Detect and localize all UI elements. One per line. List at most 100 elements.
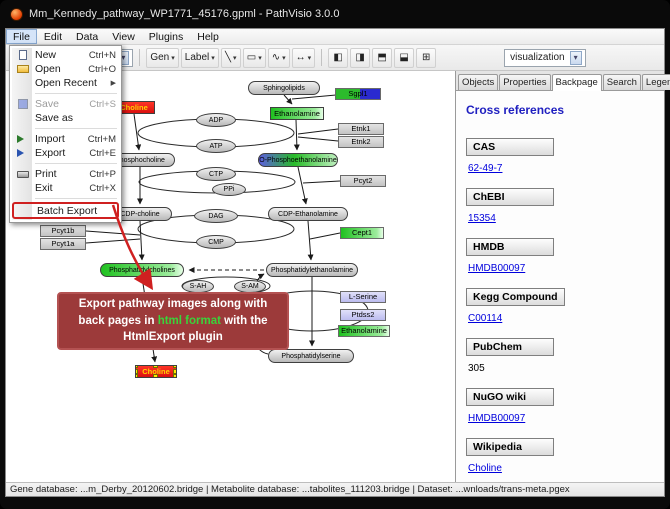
pathway-node-sphingolipids[interactable]: Sphingolipids bbox=[248, 81, 320, 95]
align-button-3[interactable]: ⬒ bbox=[372, 47, 393, 68]
pathway-node-pcyt1b[interactable]: Pcyt1b bbox=[40, 225, 86, 237]
file-menu-item-open-recent[interactable]: Open Recent▶ bbox=[12, 76, 119, 90]
chevron-down-icon: ▾ bbox=[171, 54, 175, 62]
pathway-node-ethanolamine-2[interactable]: Ethanolamine bbox=[338, 325, 390, 337]
visualization-value: visualization bbox=[510, 52, 565, 63]
pathway-node-cmp[interactable]: CMP bbox=[196, 235, 236, 249]
pathway-node-cdp-ethanolamine[interactable]: CDP-Ethanolamine bbox=[268, 207, 348, 221]
xref-link[interactable]: 62-49-7 bbox=[468, 163, 503, 174]
menu-item-label: Import bbox=[35, 133, 65, 145]
xref-source-name: HMDB bbox=[466, 238, 554, 256]
tab-objects[interactable]: Objects bbox=[458, 74, 499, 90]
align-button-2[interactable]: ◨ bbox=[350, 47, 371, 68]
pathway-node-adp[interactable]: ADP bbox=[196, 113, 236, 127]
xref-source-name: Kegg Compound bbox=[466, 288, 565, 306]
pathway-node-ppi[interactable]: PPi bbox=[212, 183, 246, 196]
pathway-edge bbox=[297, 136, 339, 142]
cross-references-header: Cross references bbox=[466, 103, 565, 117]
menu-plugins[interactable]: Plugins bbox=[148, 31, 184, 43]
visualization-combobox[interactable]: visualization ▾ bbox=[504, 48, 586, 67]
pathway-node-dag[interactable]: DAG bbox=[194, 209, 238, 223]
selection-handle[interactable] bbox=[153, 374, 158, 377]
pathway-node-etnk1[interactable]: Etnk1 bbox=[338, 123, 384, 135]
pathway-node-choline-top[interactable]: Choline bbox=[113, 101, 155, 114]
align-buttons: ◧◨⬒⬓⊞ bbox=[328, 47, 437, 68]
pathway-node-phosphatidylserine[interactable]: Phosphatidylserine bbox=[268, 349, 354, 363]
xref-source-name: Wikipedia bbox=[466, 438, 554, 456]
pathway-edge bbox=[309, 232, 341, 240]
xref-link[interactable]: 15354 bbox=[468, 213, 496, 224]
selection-handle[interactable] bbox=[136, 368, 138, 374]
menu-separator bbox=[35, 198, 117, 199]
selection-handle[interactable] bbox=[173, 366, 176, 368]
pathway-node-atp[interactable]: ATP bbox=[196, 139, 236, 153]
xref-source-name: CAS bbox=[466, 138, 554, 156]
toolbar-separator bbox=[321, 49, 323, 66]
label-button[interactable]: Label▾ bbox=[180, 47, 219, 68]
xref-value: 305 bbox=[468, 363, 485, 374]
menu-view[interactable]: View bbox=[112, 31, 135, 43]
line-tool-button-label: ╲ bbox=[224, 52, 231, 63]
connector-tool-button[interactable]: ↔▾ bbox=[291, 47, 316, 68]
pathway-node-ethanolamine-top[interactable]: Ethanolamine bbox=[270, 107, 324, 120]
shape-tool-button[interactable]: ▭▾ bbox=[242, 47, 266, 68]
annotation-callout: Export pathway images along with back pa… bbox=[57, 292, 289, 350]
pathway-edge bbox=[283, 94, 293, 105]
pathway-node-phosphatidylcholines[interactable]: Phosphatidylcholines bbox=[100, 263, 184, 277]
pathway-node-l-serine[interactable]: L-Serine bbox=[340, 291, 386, 303]
pathway-node-etnk2[interactable]: Etnk2 bbox=[338, 136, 384, 148]
selection-handle[interactable] bbox=[153, 366, 158, 368]
menu-file[interactable]: File bbox=[6, 29, 37, 44]
pathway-node-cept1[interactable]: Cept1 bbox=[340, 227, 384, 239]
pathway-node-ctp[interactable]: CTP bbox=[196, 167, 236, 181]
selection-handle[interactable] bbox=[136, 366, 138, 368]
align-button-4[interactable]: ⬓ bbox=[394, 47, 415, 68]
align-button-1[interactable]: ◧ bbox=[328, 47, 349, 68]
tab-legend[interactable]: Legend bbox=[641, 74, 670, 90]
tab-backpage[interactable]: Backpage bbox=[551, 74, 602, 91]
line-tool-button[interactable]: ╲▾ bbox=[220, 47, 241, 68]
menu-data[interactable]: Data bbox=[76, 31, 99, 43]
pathway-node-pcyt2[interactable]: Pcyt2 bbox=[340, 175, 386, 187]
side-tabs: ObjectsPropertiesBackpageSearchLegend bbox=[456, 71, 670, 91]
tab-search[interactable]: Search bbox=[602, 74, 641, 90]
menu-edit[interactable]: Edit bbox=[43, 31, 63, 43]
selection-handle[interactable] bbox=[173, 368, 176, 374]
pathway-node-phosphatidylethanolamine[interactable]: Phosphatidylethanolamine bbox=[266, 263, 358, 277]
menu-help[interactable]: Help bbox=[197, 31, 219, 43]
pathway-node-o-phosphoethanolamine[interactable]: O-Phosphoethanolamine bbox=[258, 153, 338, 167]
chevron-down-icon: ▾ bbox=[282, 54, 286, 62]
tab-properties[interactable]: Properties bbox=[499, 74, 551, 90]
xref-section-hmdb: HMDB HMDB00097 bbox=[466, 237, 654, 274]
pathway-node-ptdss2[interactable]: Ptdss2 bbox=[340, 309, 386, 321]
xref-link[interactable]: HMDB00097 bbox=[468, 263, 526, 274]
pathway-node-choline-bottom[interactable]: Choline bbox=[135, 365, 177, 378]
xref-link[interactable]: Choline bbox=[468, 463, 502, 474]
arc-tool-button[interactable]: ∿▾ bbox=[267, 47, 290, 68]
file-menu-item-save-as[interactable]: Save as bbox=[12, 111, 119, 125]
xref-link[interactable]: HMDB00097 bbox=[468, 413, 526, 424]
selection-handle[interactable] bbox=[136, 374, 138, 377]
menu-item-shortcut: Ctrl+O bbox=[88, 63, 116, 75]
menu-item-label: Print bbox=[35, 168, 57, 180]
menu-item-shortcut: Ctrl+S bbox=[89, 98, 116, 110]
file-menu-item-save[interactable]: Save Ctrl+S bbox=[12, 97, 119, 111]
xref-link[interactable]: C00114 bbox=[468, 313, 503, 324]
menu-item-label: Batch Export bbox=[37, 204, 98, 217]
align-button-5[interactable]: ⊞ bbox=[416, 47, 437, 68]
pathway-node-pcyt1a[interactable]: Pcyt1a bbox=[40, 238, 86, 250]
menu-item-label: Save bbox=[35, 98, 59, 110]
pathway-node-sgpl1[interactable]: Sgpl1 bbox=[335, 88, 381, 100]
file-menu-item-batch-export[interactable]: Batch Export bbox=[12, 202, 119, 219]
gene-product-button[interactable]: Gen▾ bbox=[146, 47, 179, 68]
selection-handle[interactable] bbox=[173, 374, 176, 377]
